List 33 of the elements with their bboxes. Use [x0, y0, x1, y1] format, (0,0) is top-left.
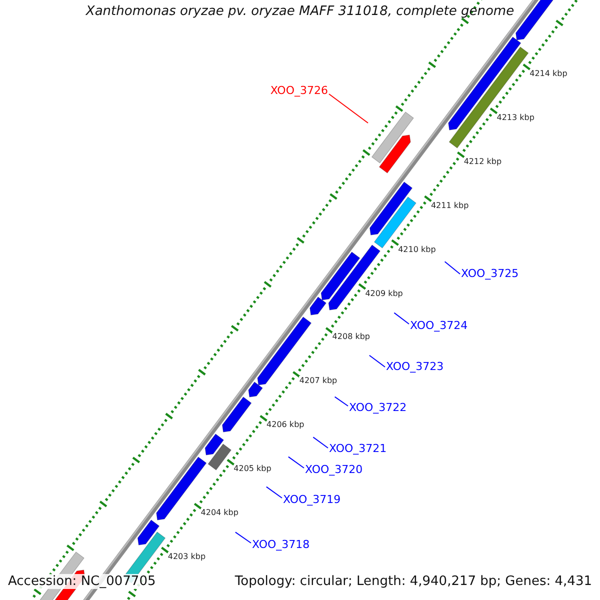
gene-label: XOO_3720: [305, 463, 363, 476]
scale-label: 4213 kbp: [496, 112, 534, 123]
gene-label: XOO_3718: [252, 538, 310, 551]
scale-label: 4207 kbp: [299, 376, 338, 386]
gene-label: XOO_3724: [410, 319, 468, 332]
leader-line: [394, 312, 410, 324]
leader-line: [266, 486, 282, 498]
gene-label: XOO_3723: [386, 360, 444, 373]
scale-label: 4209 kbp: [365, 288, 403, 299]
leader-line: [234, 532, 252, 544]
footer-text: Accession: NC_007705: [8, 574, 156, 589]
scale-label: 4211 kbp: [430, 200, 469, 211]
scale-label: 4208 kbp: [332, 332, 370, 342]
leader-line: [368, 354, 386, 368]
scale-label: 4210 kbp: [398, 244, 436, 255]
scale-label: 4212 kbp: [464, 156, 502, 167]
scale-label: 4205 kbp: [234, 464, 272, 474]
leader-line: [444, 261, 460, 274]
scale-label: 4206 kbp: [266, 420, 304, 430]
leader-line: [334, 396, 348, 406]
leader-line: [288, 456, 304, 468]
scale-label: 4203 kbp: [168, 552, 206, 562]
gene-label: XOO_3721: [329, 442, 387, 455]
diagram-title: Xanthomonas oryzae pv. oryzae MAFF 311018, complete genome: [84, 4, 516, 19]
scale-label: 4214 kbp: [530, 68, 568, 79]
gene-label: XOO_3726: [270, 84, 328, 97]
footer-text: Topology: circular; Length: 4,940,217 bp; Genes: 4,431: [234, 574, 592, 589]
gene-label: XOO_3719: [283, 493, 341, 506]
gene-label: XOO_3725: [461, 267, 519, 280]
scale-label: 4204 kbp: [200, 508, 238, 518]
leader-line: [328, 94, 368, 124]
leader-line: [312, 436, 328, 448]
gene-label: XOO_3722: [349, 401, 407, 414]
